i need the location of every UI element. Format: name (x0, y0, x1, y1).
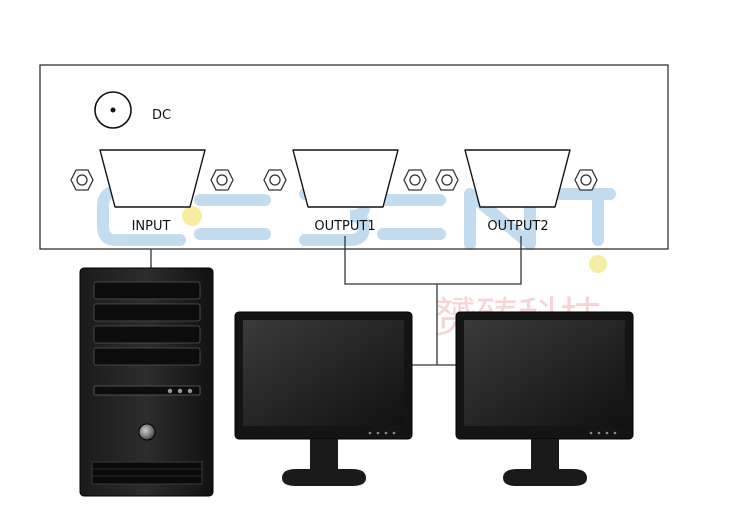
hex-nut-icon (210, 169, 234, 191)
watermark-logo (97, 186, 616, 273)
hex-nut-icon (574, 169, 598, 191)
port-label-output2: OUTPUT2 (487, 219, 548, 234)
port-label-input: INPUT (132, 219, 171, 234)
monitor-2-icon (455, 311, 634, 486)
vga-input-port-icon (99, 149, 206, 208)
pc-tower-icon (79, 267, 214, 497)
port-label-output1: OUTPUT1 (314, 219, 375, 234)
hex-nut-icon (435, 169, 459, 191)
dc-power-jack-icon (94, 91, 132, 129)
dc-label: DC (152, 108, 171, 123)
hex-nut-icon (70, 169, 94, 191)
vga-output2-port-icon (464, 149, 571, 208)
connection-lines (150, 236, 522, 366)
vga-output1-port-icon (292, 149, 399, 208)
hex-nut-icon (263, 169, 287, 191)
splitter-panel (39, 64, 669, 250)
monitor-1-icon (234, 311, 413, 486)
hex-nut-icon (403, 169, 427, 191)
